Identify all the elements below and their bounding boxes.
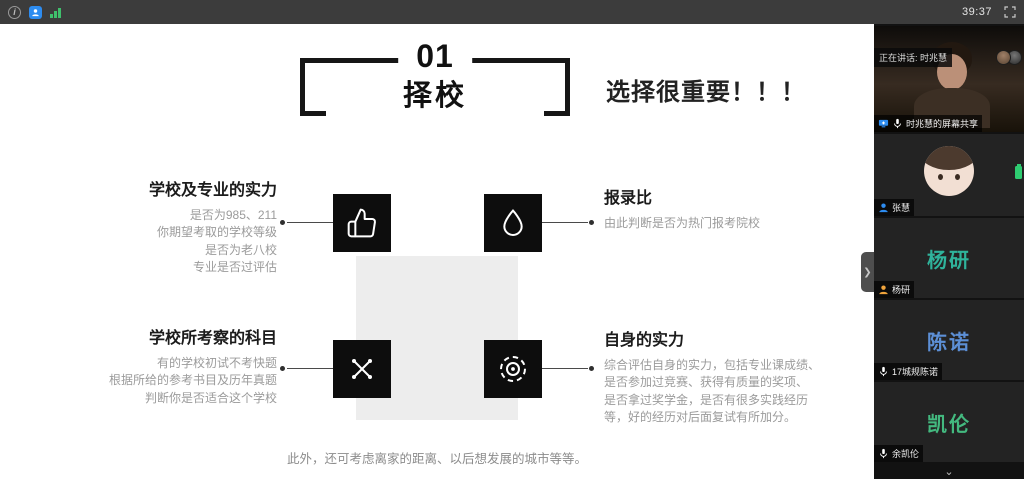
participant-name-text: 余凯伦 bbox=[892, 449, 920, 459]
participant-label: 时兆慧的屏幕共享 bbox=[874, 115, 983, 132]
person-glyph bbox=[32, 8, 39, 16]
section-admission-ratio: 报录比 由此判断是否为热门报考院校 bbox=[604, 184, 844, 232]
title-bracket-frame: 01 择校 bbox=[300, 38, 570, 116]
mic-icon bbox=[880, 448, 887, 459]
section-line: 有的学校初试不考快题 bbox=[156, 356, 277, 370]
target-icon bbox=[484, 340, 542, 398]
participant-display-name: 陈诺 bbox=[927, 331, 971, 354]
connector-dot bbox=[589, 220, 594, 225]
participant-display-name: 杨研 bbox=[927, 249, 971, 272]
section-line: 你期望考取的学校等级 bbox=[156, 225, 277, 240]
slide-number: 01 bbox=[398, 38, 472, 75]
participant-tile-video[interactable]: 时兆慧的屏幕共享 bbox=[874, 26, 1024, 132]
section-own-strength: 自身的实力 综合评估自身的实力，包括专业课成绩、 是否参加过竞赛、获得有质量的奖… bbox=[604, 326, 866, 427]
participant-name-text: 时兆慧的屏幕共享 bbox=[906, 119, 979, 129]
mic-icon bbox=[894, 118, 901, 129]
speaker-avatars bbox=[996, 50, 1022, 65]
connector-line bbox=[542, 222, 588, 223]
connector-line bbox=[287, 222, 333, 223]
participant-label: 17城规陈诺 bbox=[874, 363, 943, 380]
bracket-left bbox=[300, 58, 326, 116]
speaking-label: 正在讲话: 时兆慧 bbox=[874, 48, 953, 67]
section-title: 报录比 bbox=[604, 190, 653, 207]
participant-label: 张慧 bbox=[874, 199, 915, 216]
section-title: 自身的实力 bbox=[604, 332, 685, 349]
connector-dot bbox=[280, 366, 285, 371]
section-line: 根据所给的参考书目及历年真题 bbox=[108, 373, 277, 388]
connector-dot bbox=[280, 220, 285, 225]
participants-panel: 正在讲话: 时兆慧 bbox=[874, 24, 1024, 479]
main-content: 01 择校 选择很重要！！！ 学校及专业的实力 是否为985、211 你期望考取… bbox=[0, 24, 1024, 479]
slide-footer-note: 此外，还可考虑离家的距离、以后想发展的城市等等。 bbox=[286, 452, 587, 466]
thumbs-up-icon bbox=[333, 194, 391, 252]
section-line: 是否拿过奖学金，是否有很多实践经历 bbox=[604, 392, 809, 407]
section-line: 由此判断是否为热门报考院校 bbox=[604, 216, 761, 230]
slide-headline: 选择很重要！！！ bbox=[606, 79, 806, 106]
avatar-hair bbox=[924, 146, 974, 170]
section-line: 综合评估自身的实力，包括专业课成绩、 bbox=[604, 358, 821, 372]
participant-label: 余凯伦 bbox=[874, 445, 924, 462]
section-line: 等，好的经历对后面复试有所加分。 bbox=[604, 410, 797, 425]
battery-indicator bbox=[1015, 164, 1022, 179]
section-title: 学校所考察的科目 bbox=[148, 330, 277, 347]
connector-dot bbox=[589, 366, 594, 371]
participant-tile-avatar[interactable]: 张慧 bbox=[874, 134, 1024, 216]
participant-avatar bbox=[924, 146, 974, 196]
scroll-down-chevron-icon[interactable]: ⌄ bbox=[944, 465, 954, 478]
sketch-cross-icon bbox=[333, 340, 391, 398]
participant-tile-name[interactable]: 杨研 杨研 bbox=[874, 218, 1024, 298]
shared-screen-slide: 01 择校 选择很重要！！！ 学校及专业的实力 是否为985、211 你期望考取… bbox=[0, 24, 874, 479]
fullscreen-icon[interactable] bbox=[1004, 6, 1016, 18]
connector-line bbox=[287, 368, 333, 369]
section-title: 学校及专业的实力 bbox=[148, 182, 277, 199]
participant-label: 杨研 bbox=[874, 281, 915, 298]
participant-name-text: 杨研 bbox=[892, 285, 911, 295]
speaking-indicator: 正在讲话: 时兆慧 bbox=[874, 48, 1022, 67]
section-exam-subjects: 学校所考察的科目 有的学校初试不考快题 根据所给的参考书目及历年真题 判断你是否… bbox=[40, 324, 277, 407]
meeting-topbar: i 39:37 bbox=[0, 0, 1024, 24]
meeting-timer: 39:37 bbox=[961, 6, 992, 18]
slide-title-block: 01 择校 bbox=[300, 36, 570, 116]
screen-share-icon bbox=[878, 119, 889, 128]
participant-name-text: 张慧 bbox=[892, 203, 911, 213]
participant-video-feed bbox=[874, 26, 1024, 132]
participant-tile-name[interactable]: 凯伦 余凯伦 bbox=[874, 382, 1024, 462]
section-line: 判断你是否适合这个学校 bbox=[144, 390, 277, 405]
panel-collapse-handle[interactable]: ❯ bbox=[861, 252, 874, 292]
section-line: 是否为老八校 bbox=[204, 242, 277, 257]
participant-name-text: 17城规陈诺 bbox=[892, 367, 939, 377]
water-drop-icon bbox=[484, 194, 542, 252]
network-signal-icon bbox=[50, 7, 61, 18]
mic-icon bbox=[880, 366, 887, 377]
connector-line bbox=[542, 368, 588, 369]
speaker-avatar bbox=[996, 50, 1011, 65]
section-line: 是否为985、211 bbox=[189, 208, 277, 222]
avatar-eye bbox=[938, 174, 943, 180]
bracket-right bbox=[544, 58, 570, 116]
section-line: 专业是否过评估 bbox=[192, 260, 277, 275]
section-school-strength: 学校及专业的实力 是否为985、211 你期望考取的学校等级 是否为老八校 专业… bbox=[40, 176, 277, 277]
slide-title: 择校 bbox=[402, 80, 467, 112]
person-icon-blue bbox=[879, 203, 888, 213]
info-icon[interactable]: i bbox=[8, 5, 21, 19]
participant-tile-name[interactable]: 陈诺 17城规陈诺 bbox=[874, 300, 1024, 380]
member-icon[interactable] bbox=[29, 5, 42, 19]
participant-display-name: 凯伦 bbox=[927, 413, 971, 436]
person-icon-orange bbox=[879, 285, 888, 295]
avatar-eye bbox=[955, 174, 960, 180]
section-line: 是否参加过竞赛、获得有质量的奖项、 bbox=[604, 375, 809, 390]
